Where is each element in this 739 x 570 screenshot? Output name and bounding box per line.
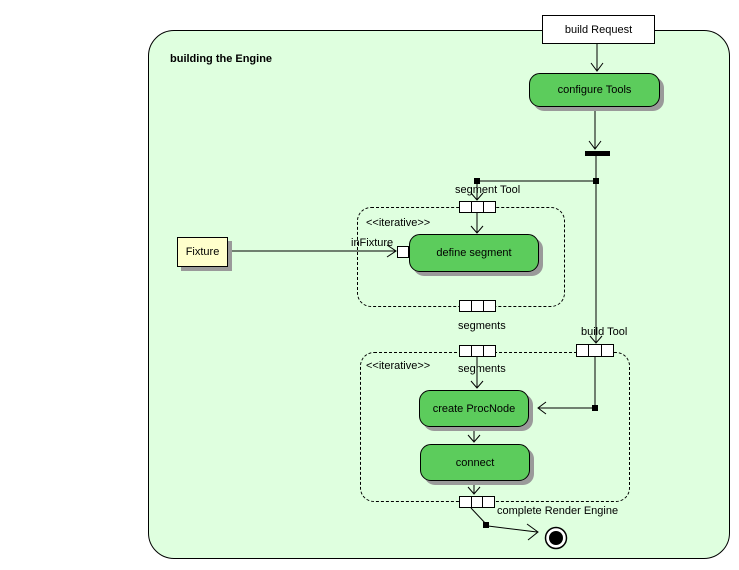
input-pin-infixture[interactable] [397,246,409,258]
region2-stereotype: <<iterative>> [366,360,431,372]
expansion-node-segment-tool[interactable] [459,201,496,213]
object-node-fixture[interactable]: Fixture [177,237,228,267]
fixture-label: Fixture [185,246,220,258]
region1-stereotype: <<iterative>> [366,217,431,229]
expansion-node-segments-in[interactable] [459,345,496,357]
action-connect[interactable]: connect [420,444,530,481]
action-configure-tools[interactable]: configure Tools [529,73,660,107]
connect-label: connect [455,456,495,469]
expansion-node-build-tool[interactable] [576,344,614,357]
create-procnode-label: create ProcNode [432,402,516,415]
infixture-label: inFixture [351,237,394,249]
activity-final-icon [544,526,568,550]
configure-tools-label: configure Tools [557,84,632,96]
define-segment-label: define segment [436,247,512,259]
segment-tool-label: segment Tool [455,184,521,196]
expansion-node-segments-out[interactable] [459,300,496,312]
complete-render-engine-label: complete Render Engine [497,505,619,517]
fork-bar [585,151,610,156]
activity-frame-title: building the Engine [170,53,273,65]
segments-in-label: segments [458,363,506,375]
build-tool-label: build Tool [581,326,628,338]
action-create-procnode[interactable]: create ProcNode [419,390,529,427]
segments-out-label: segments [458,320,506,332]
expansion-node-complete[interactable] [459,496,496,508]
build-request-label: build Request [564,23,633,36]
action-define-segment[interactable]: define segment [409,234,539,272]
activity-parameter-build-request[interactable]: build Request [542,15,655,44]
